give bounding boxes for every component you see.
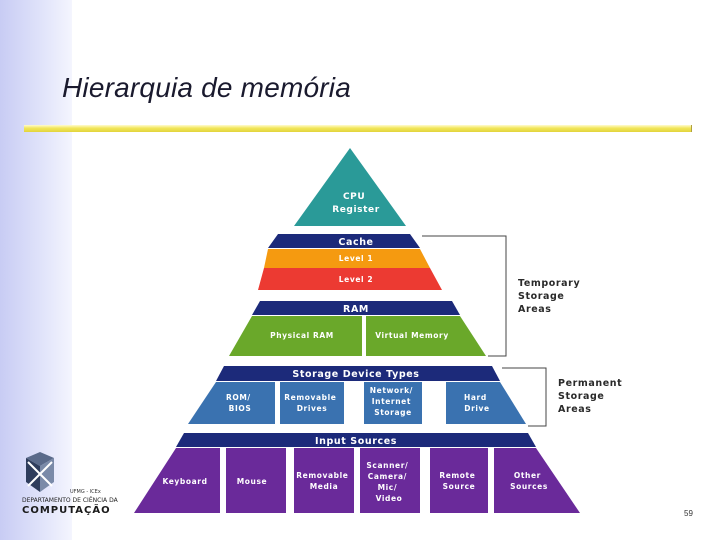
page-number: 59 bbox=[684, 509, 693, 518]
storage-harddrive-block bbox=[446, 382, 526, 424]
temporary-bracket bbox=[422, 235, 507, 357]
cpu-label-line-1: CPU bbox=[343, 192, 365, 202]
cpu-label-line-2: Register bbox=[332, 205, 380, 215]
ram-virtual-block bbox=[366, 316, 486, 356]
dcc-logo-icon bbox=[26, 452, 54, 492]
cache-level2-band bbox=[258, 268, 442, 290]
input-mouse-block bbox=[226, 448, 286, 513]
storage-network-block bbox=[364, 382, 422, 424]
input-mouse-label: Mouse bbox=[237, 477, 268, 486]
input-remote-block bbox=[430, 448, 488, 513]
left-gradient-bar bbox=[0, 0, 72, 540]
storage-removable-block bbox=[280, 382, 344, 424]
slide-title: Hierarquia de memória bbox=[62, 72, 351, 103]
permanent-bracket bbox=[502, 367, 547, 427]
input-remote-label: Remote Source bbox=[439, 471, 478, 491]
input-other-block bbox=[494, 448, 580, 513]
ram-header-band bbox=[252, 301, 460, 315]
cpu-label: CPU Register bbox=[332, 192, 380, 215]
logo-department-text: DEPARTAMENTO DE CIÊNCIA DA bbox=[22, 497, 118, 504]
input-header-band bbox=[176, 433, 536, 447]
logo-university-text: UFMG - ICEx bbox=[70, 489, 101, 495]
input-header-label: Input Sources bbox=[315, 436, 397, 447]
storage-header-band bbox=[216, 366, 500, 381]
input-keyboard-label: Keyboard bbox=[162, 477, 207, 486]
input-scanner-block bbox=[360, 448, 420, 513]
cache-header-band bbox=[268, 234, 420, 248]
storage-harddrive-label: Hard Drive bbox=[464, 393, 490, 413]
title-underline bbox=[24, 125, 692, 132]
ram-physical-label: Physical RAM bbox=[270, 331, 334, 340]
ram-physical-block bbox=[229, 316, 362, 356]
logo-computacao-text: COMPUTAÇÃO bbox=[22, 505, 111, 516]
ram-virtual-label: Virtual Memory bbox=[375, 331, 449, 340]
temporary-storage-label: Temporary Storage Areas bbox=[518, 278, 584, 315]
input-removable-block bbox=[294, 448, 354, 513]
cache-header-label: Cache bbox=[338, 237, 373, 248]
input-other-label: Other Sources bbox=[510, 471, 548, 491]
permanent-storage-label: Permanent Storage Areas bbox=[558, 378, 626, 415]
storage-removable-label: Removable Drives bbox=[284, 393, 339, 413]
ram-header-label: RAM bbox=[343, 304, 369, 315]
storage-header-label: Storage Device Types bbox=[292, 369, 419, 380]
input-scanner-label: Scanner/ Camera/ Mic/ Video bbox=[366, 461, 411, 503]
input-removable-label: Removable Media bbox=[296, 471, 351, 491]
cache-level2-label: Level 2 bbox=[339, 275, 373, 284]
cache-level1-band bbox=[264, 249, 430, 268]
cache-level1-label: Level 1 bbox=[339, 254, 373, 263]
storage-rom-block bbox=[188, 382, 275, 424]
input-keyboard-block bbox=[134, 448, 220, 513]
cpu-tier bbox=[294, 148, 406, 226]
storage-rom-label: ROM/ BIOS bbox=[226, 393, 254, 413]
storage-network-label: Network/ Internet Storage bbox=[370, 386, 416, 417]
